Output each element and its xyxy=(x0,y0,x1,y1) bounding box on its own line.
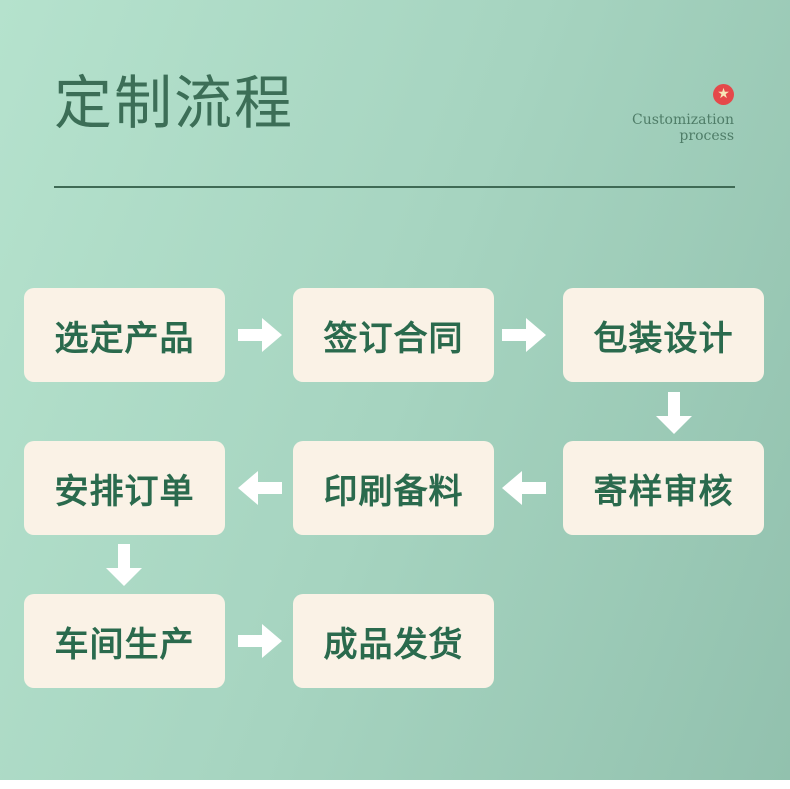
arrow-left-icon xyxy=(238,471,282,505)
step-8: 成品发货 xyxy=(293,594,494,688)
star-icon: ★ xyxy=(713,84,734,105)
page-title: 定制流程 xyxy=(54,69,295,137)
step-2: 签订合同 xyxy=(293,288,494,382)
step-6: 安排订单 xyxy=(24,441,225,535)
divider xyxy=(54,186,735,188)
arrow-right-icon xyxy=(502,318,546,352)
arrow-down-icon xyxy=(106,544,142,586)
step-7: 车间生产 xyxy=(24,594,225,688)
arrow-left-icon xyxy=(502,471,546,505)
step-1: 选定产品 xyxy=(24,288,225,382)
step-5: 印刷备料 xyxy=(293,441,494,535)
arrow-right-icon xyxy=(238,624,282,658)
step-3: 包装设计 xyxy=(563,288,764,382)
arrow-right-icon xyxy=(238,318,282,352)
arrow-down-icon xyxy=(656,392,692,434)
step-4: 寄样审核 xyxy=(563,441,764,535)
